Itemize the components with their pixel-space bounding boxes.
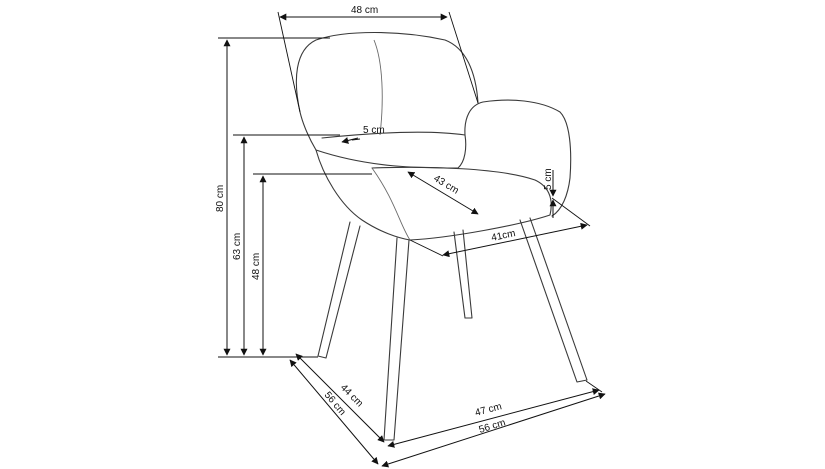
dim-inner-width: 47 cm — [387, 380, 603, 448]
chair-leg-back-left — [453, 229, 473, 319]
dim-seat-width: 41cm — [409, 197, 591, 258]
armrest-cushion — [315, 131, 467, 169]
label-armrest-height: 63 cm — [232, 233, 243, 260]
backrest-seam — [373, 39, 383, 136]
dim-armrest-height: 63 cm — [232, 136, 248, 356]
chair-leg-back-right — [519, 217, 588, 383]
dim-outer-depth: 56 cm — [289, 359, 379, 465]
dim-seat-height: 48 cm — [251, 175, 267, 356]
chair-leg-front-left — [317, 221, 361, 359]
chair-left-panel — [299, 111, 411, 241]
label-outer-width: 56 cm — [478, 417, 507, 435]
dim-total-height: 80 cm — [215, 39, 231, 356]
chair-drawing — [295, 31, 588, 441]
dim-seat-depth: 43 cm — [407, 171, 479, 215]
chair-backrest — [295, 31, 479, 113]
label-backrest-thickness: 5 cm — [363, 125, 385, 136]
label-total-height: 80 cm — [215, 185, 226, 212]
label-seat-width: 41cm — [490, 228, 516, 244]
dim-backrest-thickness: 5 cm — [341, 125, 385, 144]
label-armrest-thickness: 5 cm — [543, 168, 554, 190]
dim-top-width: 48 cm — [277, 5, 479, 113]
dim-armrest-thickness: 5 cm — [543, 168, 557, 218]
label-seat-height: 48 cm — [251, 253, 262, 280]
chair-right-armrest — [464, 99, 572, 217]
chair-leg-front-right — [383, 237, 410, 441]
label-seat-depth: 43 cm — [431, 173, 460, 196]
seat-seam — [371, 167, 411, 241]
label-top-width: 48 cm — [351, 5, 378, 16]
